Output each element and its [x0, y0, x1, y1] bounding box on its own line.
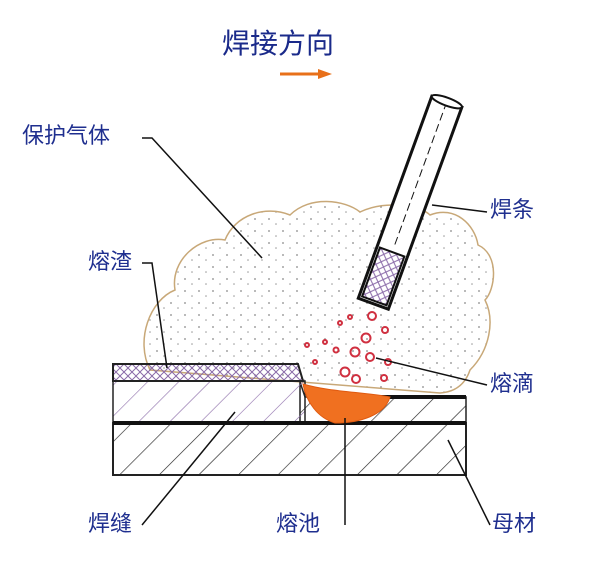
label-base-metal: 母材 [492, 512, 537, 537]
droplets [304, 311, 392, 384]
label-electrode: 焊条 [490, 198, 535, 223]
weld-pool [302, 383, 391, 424]
diagram-title: 焊接方向 [222, 27, 335, 60]
label-shielding-gas: 保护气体 [22, 124, 111, 149]
label-droplet: 熔滴 [490, 372, 535, 397]
leader-lines [141, 137, 491, 526]
electrode [356, 94, 464, 312]
label-slag: 熔渣 [88, 250, 133, 275]
label-weld-pool: 熔池 [276, 512, 321, 537]
direction-arrow [280, 69, 332, 79]
slag [112, 363, 305, 382]
base-metal [112, 422, 467, 476]
label-weld-seam: 焊缝 [88, 512, 133, 537]
weld-seam [112, 380, 306, 424]
